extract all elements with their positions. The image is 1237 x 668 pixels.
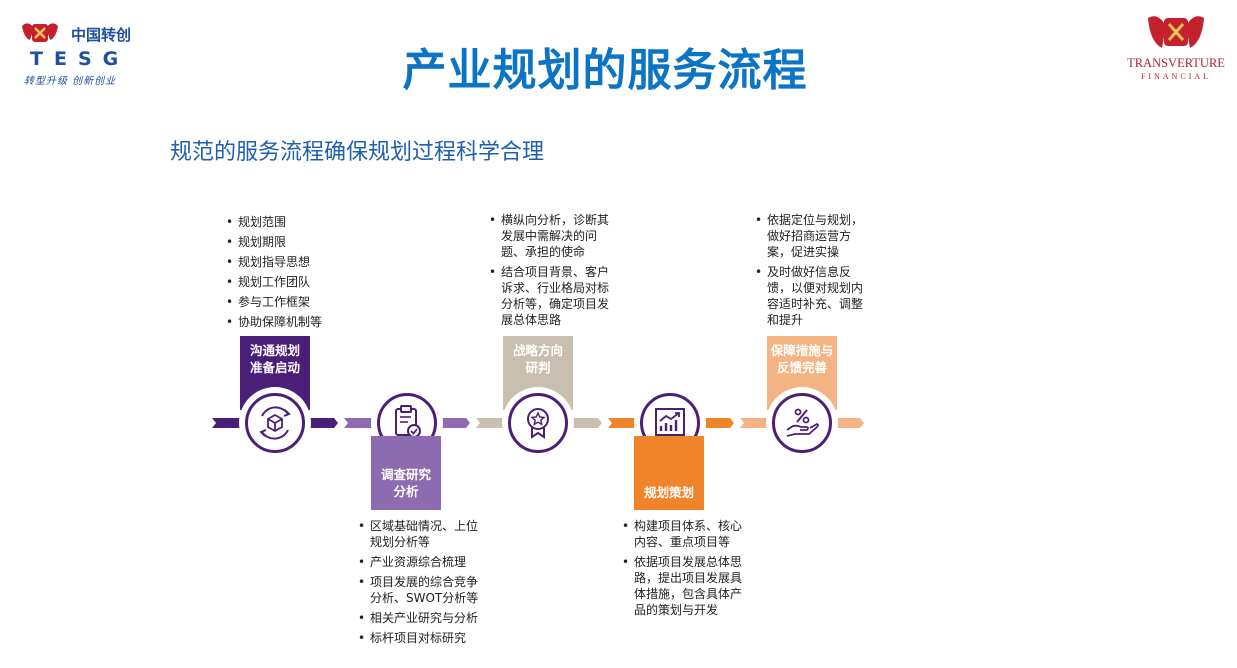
list-item: 相关产业研究与分析 [358,610,488,626]
list-item: 规划指导思想 [226,254,356,270]
award-badge-icon [527,408,549,439]
list-item: 标杆项目对标研究 [358,630,488,646]
step2-label: 调查研究 分析 [371,436,441,510]
logo-right-sub: FINANCIAL [1140,72,1212,81]
list-item: 规划范围 [226,214,356,230]
step5-bullets: 依据定位与规划，做好招商运营方案，促进实操 及时做好信息反馈，以便对规划内容适时… [755,212,865,332]
list-item: 横纵向分析，诊断其发展中需解决的问题、承担的使命 [489,212,613,260]
step5-circle [772,393,832,453]
logo-cn-name: 中国转创 [71,26,132,44]
list-item: 参与工作框架 [226,294,356,310]
growth-chart-icon [655,408,685,436]
logo-slogan: 转型升级 创新创业 [24,76,117,87]
logo-brand: TESG [30,48,130,70]
list-item: 规划工作团队 [226,274,356,290]
step3-circle [508,393,568,453]
step4-label: 规划策划 [634,436,704,510]
list-item: 构建项目体系、核心内容、重点项目等 [622,518,752,550]
list-item: 依据项目发展总体思路，提出项目发展具体措施，包含具体产品的策划与开发 [622,554,752,618]
step3-bullets: 横纵向分析，诊断其发展中需解决的问题、承担的使命 结合项目背景、客户诉求、行业格… [489,212,613,332]
list-item: 结合项目背景、客户诉求、行业格局对标分析等，确定项目发展总体思路 [489,264,613,328]
transverture-emblem-icon [1148,16,1204,48]
percent-hand-icon [786,408,819,437]
page-title: 产业规划的服务流程 [402,45,808,96]
tesg-logo: 中国转创 TESG 转型升级 创新创业 [20,18,150,88]
list-item: 产业资源综合梳理 [358,554,488,570]
list-item: 及时做好信息反馈，以便对规划内容适时补充、调整和提升 [755,264,865,328]
transverture-logo: TRANSVERTURE FINANCIAL [1122,12,1230,86]
list-item: 协助保障机制等 [226,314,356,330]
clipboard-check-icon [395,405,421,438]
logo-right-name: TRANSVERTURE [1127,56,1225,70]
list-item: 区域基础情况、上位规划分析等 [358,518,488,550]
list-item: 依据定位与规划，做好招商运营方案，促进实操 [755,212,865,260]
step1-bullets: 规划范围 规划期限 规划指导思想 规划工作团队 参与工作框架 协助保障机制等 [226,214,356,334]
refresh-cube-icon [259,406,291,440]
step4-bullets: 构建项目体系、核心内容、重点项目等 依据项目发展总体思路，提出项目发展具体措施，… [622,518,752,622]
list-item: 项目发展的综合竞争分析、SWOT分析等 [358,574,488,606]
page-subtitle: 规范的服务流程确保规划过程科学合理 [170,140,545,165]
step2-bullets: 区域基础情况、上位规划分析等 产业资源综合梳理 项目发展的综合竞争分析、SWOT… [358,518,488,650]
tesg-emblem-icon [22,23,58,42]
list-item: 规划期限 [226,234,356,250]
step1-circle [245,393,305,453]
